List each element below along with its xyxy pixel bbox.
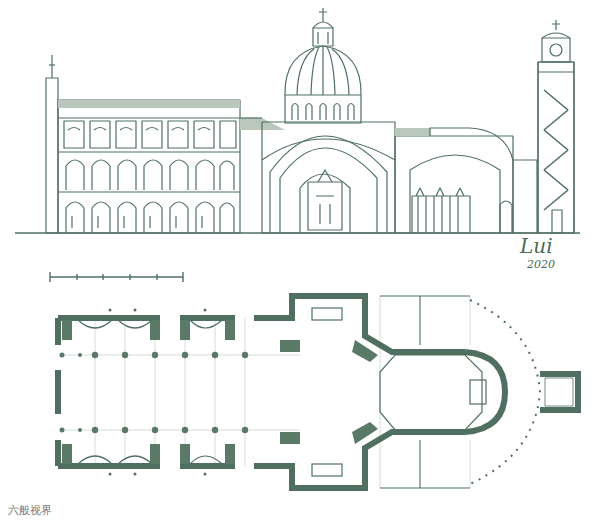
upper-windows (64, 121, 236, 148)
middle-arcade (66, 160, 234, 190)
date: 2020 (527, 258, 555, 271)
section-elevation (15, 8, 580, 233)
lower-arcade (66, 202, 234, 233)
scale-bar (50, 272, 183, 282)
watermark: 六般视界 (6, 503, 54, 518)
signature: Lui (520, 234, 553, 258)
floor-plan (58, 296, 578, 488)
